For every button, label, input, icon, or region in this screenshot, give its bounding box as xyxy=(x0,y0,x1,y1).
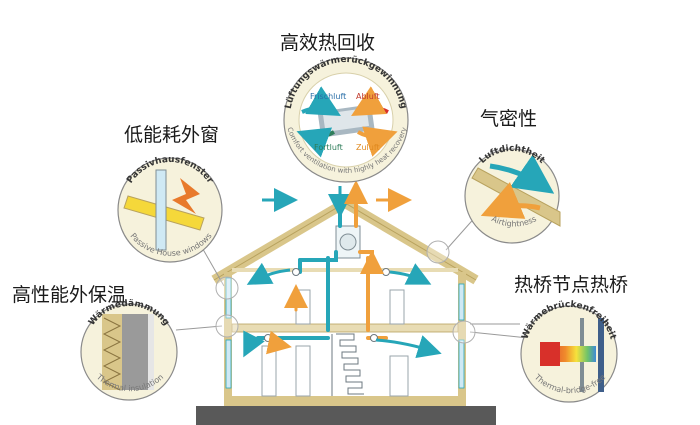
windows-badge xyxy=(117,157,223,263)
left-wall xyxy=(224,272,232,400)
hr-label-fortluft: Fortluft xyxy=(314,143,343,152)
thermal-bridge-badge xyxy=(520,305,618,403)
title-windows: 低能耗外窗 xyxy=(124,124,220,146)
staircase xyxy=(331,333,364,396)
heat-recovery-badge xyxy=(283,57,409,183)
insulation-badge xyxy=(80,303,178,401)
air-ring-text-bottom: Airtightness xyxy=(490,214,538,228)
title-thermal-bridge: 热桥节点热桥 xyxy=(514,274,629,296)
hr-label-zuluft: Zuluft xyxy=(356,143,380,152)
window-lower-right xyxy=(458,339,465,389)
airflow-arrows xyxy=(243,180,442,359)
mid-floor xyxy=(231,323,459,333)
title-insulation: 高性能外保温 xyxy=(12,284,127,306)
house xyxy=(211,197,479,406)
airtightness-badge xyxy=(464,148,561,244)
title-airtightness: 气密性 xyxy=(480,108,538,130)
window-lower-left xyxy=(225,339,232,389)
title-heat-recovery: 高效热回收 xyxy=(280,32,376,54)
svg-text:Airtightness: Airtightness xyxy=(490,214,538,228)
right-wall xyxy=(458,272,466,400)
hr-label-abluft: Abluft xyxy=(356,92,380,101)
window-upper-right xyxy=(458,283,465,321)
ground-slab xyxy=(196,406,496,425)
floor-slab xyxy=(224,396,466,406)
hr-label-frischluft: Frischluft xyxy=(310,92,346,101)
